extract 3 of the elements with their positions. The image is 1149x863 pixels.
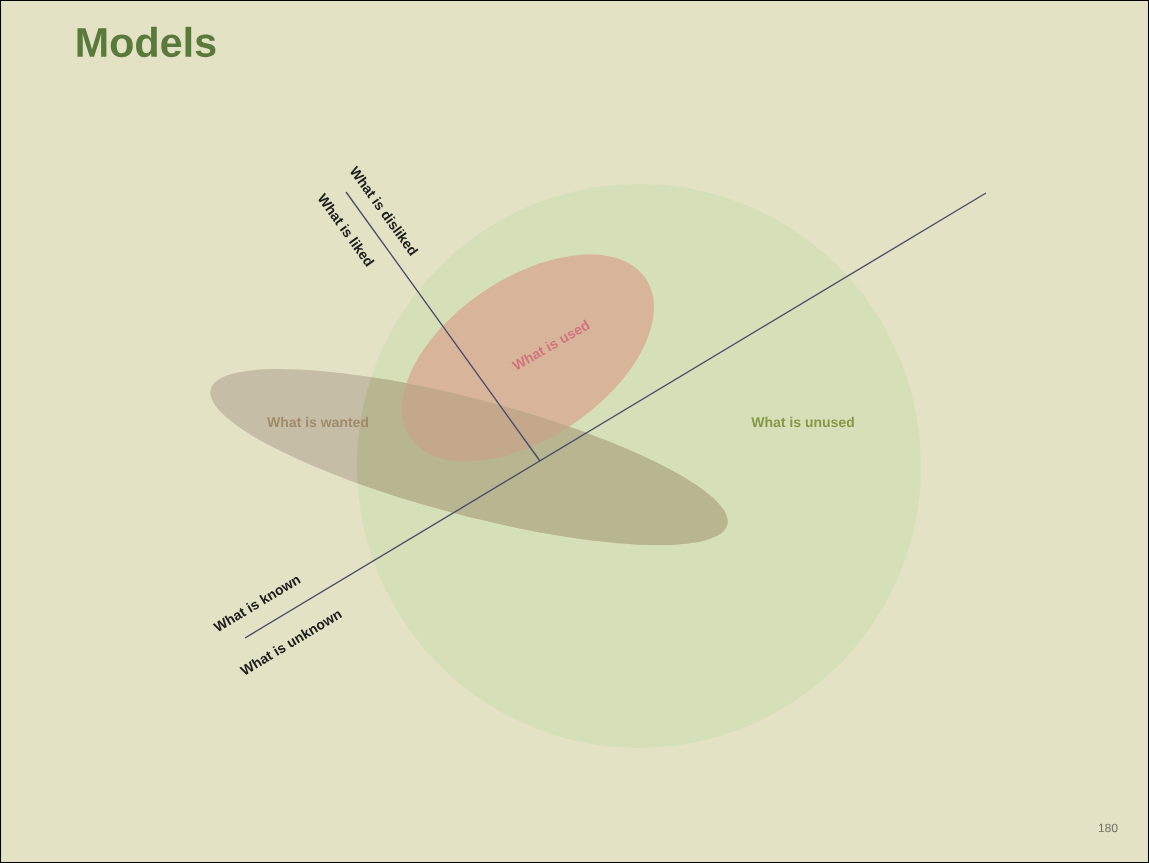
page-number: 180 (1098, 823, 1118, 833)
ellipse-region: What is wanted (210, 369, 728, 545)
slide-title: Models (77, 26, 216, 58)
